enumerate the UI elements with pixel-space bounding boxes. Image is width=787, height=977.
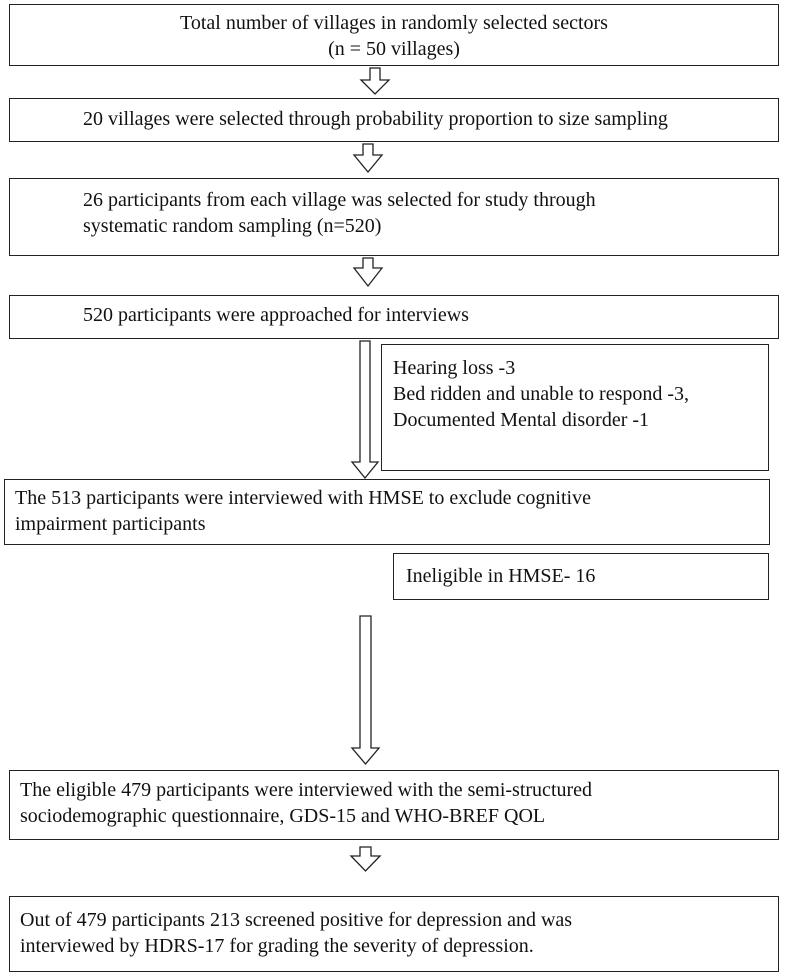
step-total-villages-box: Total number of villages in randomly sel… xyxy=(9,4,779,66)
down-arrow-6 xyxy=(349,846,382,872)
step-approached-box: 520 participants were approached for int… xyxy=(9,295,779,339)
step-eligible-interview-box: The eligible 479 participants were inter… xyxy=(9,770,779,840)
step-total-villages-line2: (n = 50 villages) xyxy=(328,38,460,60)
down-arrow-3 xyxy=(352,257,384,288)
step-hmse-interview-text: The 513 participants were interviewed wi… xyxy=(15,487,591,535)
down-arrow-2 xyxy=(352,143,384,174)
exclusion-box-2: Ineligible in HMSE- 16 xyxy=(393,553,769,600)
step-participants-selected-text: 26 participants from each village was se… xyxy=(83,189,596,237)
exclusion-text-1: Hearing loss -3 Bed ridden and unable to… xyxy=(393,357,690,431)
step-depression-screening-box: Out of 479 participants 213 screened pos… xyxy=(9,896,779,972)
exclusion-text-2: Ineligible in HMSE- 16 xyxy=(406,565,596,587)
down-arrow-5 xyxy=(350,615,381,766)
down-arrow-1 xyxy=(359,67,391,95)
step-approached-text: 520 participants were approached for int… xyxy=(83,304,469,326)
down-arrow-4 xyxy=(350,340,380,480)
step-hmse-interview-box: The 513 participants were interviewed wi… xyxy=(4,479,770,545)
step-participants-selected-box: 26 participants from each village was se… xyxy=(9,178,779,256)
step-depression-screening-text: Out of 479 participants 213 screened pos… xyxy=(20,909,573,957)
step-eligible-interview-text: The eligible 479 participants were inter… xyxy=(20,779,593,827)
exclusion-box-1: Hearing loss -3 Bed ridden and unable to… xyxy=(381,344,769,471)
step-selected-villages-box: 20 villages were selected through probab… xyxy=(9,98,779,142)
step-selected-villages-text: 20 villages were selected through probab… xyxy=(83,108,668,130)
step-total-villages-line1: Total number of villages in randomly sel… xyxy=(180,12,608,34)
